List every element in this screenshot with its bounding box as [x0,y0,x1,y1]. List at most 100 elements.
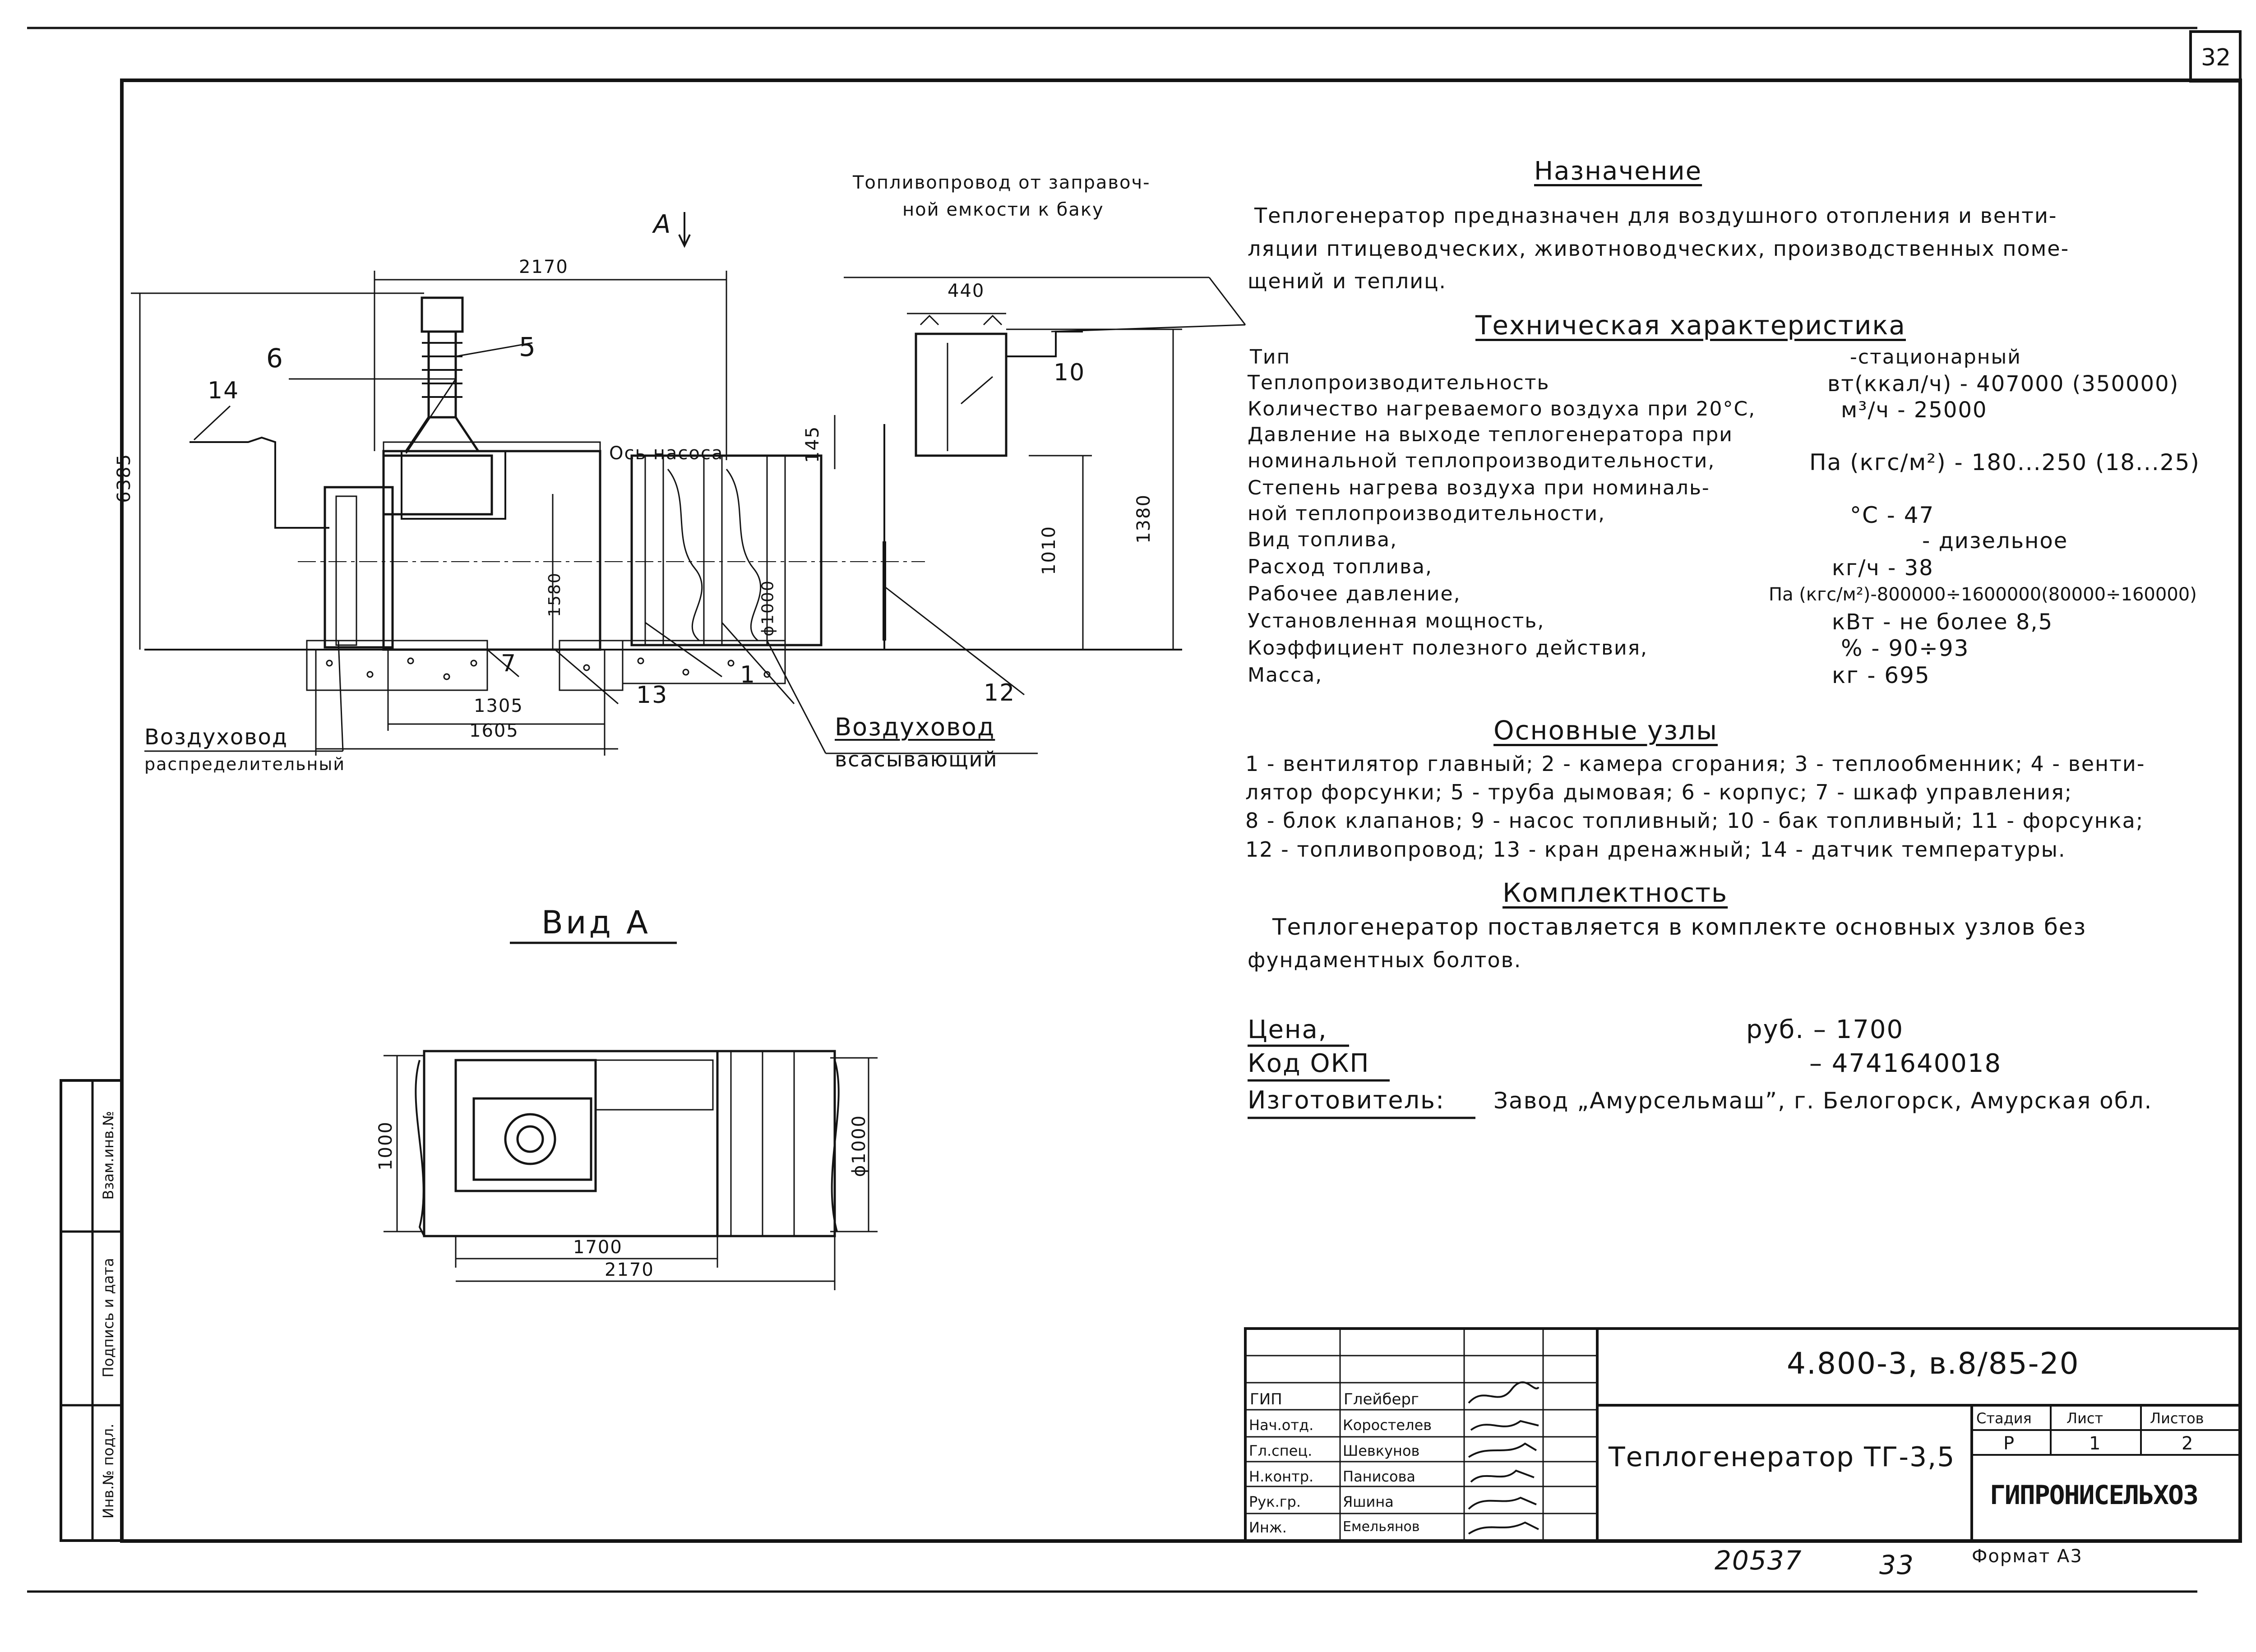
maker-value: Завод „Амурсельмаш”, г. Белогорск, Амурс… [1493,1088,2153,1114]
tb-name-1: Глейберг [1344,1390,1419,1408]
side-elevation [144,296,1182,691]
spec-air-value: м³/ч - 25000 [1841,397,1988,423]
tb-role-6: Инж. [1249,1519,1287,1536]
units-line-1: 1 - вентилятор главный; 2 - камера сгора… [1245,752,2145,776]
maker-label: Изготовитель: [1248,1086,1445,1114]
dim-145: 145 [802,425,823,463]
spec-power-value: кВт - не более 8,5 [1832,609,2053,635]
dim-1010: 1010 [1038,526,1059,575]
pump-axis-label: Ось насоса [609,443,724,464]
okp-label: Код ОКП [1248,1049,1370,1078]
dim-1580: 1580 [545,572,564,617]
spec-pressure-value: Па (кгс/м²) - 180...250 (18...25) [1809,449,2200,475]
tb-role-3: Гл.спец. [1249,1442,1313,1459]
dim-1305: 1305 [474,696,523,716]
view-a [415,1050,840,1237]
fuel-line-note-1: Топливопровод от заправоч- [853,172,1151,193]
duct-left-subtitle: распределительный [144,754,346,774]
org-name: ГИПРОНИСЕЛЬХОЗ [1990,1480,2199,1510]
spec-fuel-rate-label: Расход топлива, [1248,555,1433,578]
spec-fuel-type-label: Вид топлива, [1248,528,1398,551]
sheets-header: Листов [2150,1410,2204,1427]
spec-type-label: Тип [1250,346,1291,369]
completeness-heading: Комплектность [1502,877,1728,908]
stage-header: Стадия [1976,1410,2032,1427]
dim-440: 440 [948,281,985,301]
spec-mass-label: Масса, [1248,664,1323,687]
fuel-line-note-2: ной емкости к баку [902,199,1104,220]
view-a-dims [384,941,878,1290]
side-elevation-dims [131,212,1246,756]
spec-output-label: Теплопроизводительность [1248,371,1550,394]
purpose-heading: Назначение [1534,157,1702,186]
okp-value: – 4741640018 [1809,1049,2002,1078]
sheet-number: 32 [2201,44,2231,71]
tb-name-6: Емельянов [1343,1519,1420,1535]
sheet-header: Лист [2066,1410,2103,1427]
spec-type-value: -стационарный [1850,346,2021,369]
product-name: Теплогенератор ТГ-3,5 [1609,1441,1956,1473]
spec-heating-label-1: Степень нагрева воздуха при номиналь- [1248,476,1710,499]
spec-air-label: Количество нагреваемого воздуха при 20°С… [1248,397,1756,420]
tb-role-4: Н.контр. [1249,1468,1314,1485]
tb-role-2: Нач.отд. [1249,1417,1314,1434]
callout-1: 1 [740,661,756,688]
archive-page: 33 [1879,1550,1914,1580]
purpose-line-1: Теплогенератор предназначен для воздушно… [1254,203,2057,228]
dim-1605: 1605 [469,720,519,741]
tb-name-5: Яшина [1343,1493,1394,1510]
stamp-vzam-inv: Взам.инв.№ [100,1111,117,1200]
view-a-title: Вид А [541,904,651,941]
spec-efficiency-value: % - 90÷93 [1841,635,1969,661]
spec-mass-value: кг - 695 [1832,662,1930,688]
callout-10: 10 [1054,359,1086,386]
spec-heating-label-2: ной теплопроизводительности, [1248,502,1606,525]
spec-pressure-label-1: Давление на выходе теплогенератора при [1248,423,1733,446]
units-line-3: 8 - блок клапанов; 9 - насос топливный; … [1245,808,2144,833]
dim-2170: 2170 [519,257,569,277]
spec-output-value: вт(ккал/ч) - 407000 (350000) [1827,371,2179,397]
callout-12: 12 [984,679,1016,706]
callout-7: 6 [266,343,284,374]
view-a-dim-1000: 1000 [375,1121,396,1171]
view-a-dim-phi1000: ϕ1000 [849,1114,870,1177]
units-line-4: 12 - топливопровод; 13 - кран дренажный;… [1245,837,2066,862]
title-block-grid [1244,1327,2242,1542]
spec-pressure-label-2: номинальной теплопроизводительности, [1248,449,1715,472]
sheet-format: Формат А3 [1972,1546,2083,1567]
duct-right-subtitle: всасывающий [835,747,998,771]
dim-phi1000: ϕ1000 [758,580,777,637]
price-value: руб. – 1700 [1746,1015,1904,1044]
tb-name-3: Шевкунов [1343,1442,1420,1459]
duct-left-title: Воздуховод [144,724,288,750]
spec-fuel-type-value: - дизельное [1922,528,2068,554]
purpose-line-2: ляции птицеводческих, животноводческих, … [1248,236,2070,261]
sheet-value: 1 [2089,1433,2101,1454]
archive-number: 20537 [1715,1545,1803,1576]
stamp-signature-date: Подпись и дата [100,1258,117,1378]
dim-6385: 6385 [113,453,134,503]
specs-heading: Техническая характеристика [1475,310,1906,341]
callout-5: 5 [519,332,536,362]
units-heading: Основные узлы [1493,715,1718,746]
stamp-inv-podl: Инв.№ подл. [100,1423,117,1519]
spec-efficiency-label: Коэффициент полезного действия, [1248,637,1648,660]
stage-value: Р [2003,1433,2015,1454]
doc-code: 4.800-3, в.8/85-20 [1787,1346,2080,1381]
view-a-dim-2170: 2170 [605,1260,654,1280]
view-a-dim-1700: 1700 [573,1237,623,1258]
price-label: Цена, [1248,1015,1327,1044]
tb-name-4: Панисова [1343,1468,1416,1485]
completeness-line-2: фундаментных болтов. [1248,948,1522,972]
completeness-line-1: Теплогенератор поставляется в комплекте … [1272,914,2087,940]
view-a-arrow-label: A [653,210,672,239]
spec-work-pressure-label: Рабочее давление, [1248,582,1461,605]
tb-name-2: Коростелев [1343,1417,1432,1434]
duct-right-title: Воздуховод [835,713,995,741]
callout-6: 7 [501,650,517,677]
purpose-line-3: щений и теплиц. [1248,269,1447,293]
callout-13: 13 [636,682,668,709]
spec-heating-value: °С - 47 [1850,502,1935,528]
tb-role-1: ГИП [1250,1390,1282,1408]
